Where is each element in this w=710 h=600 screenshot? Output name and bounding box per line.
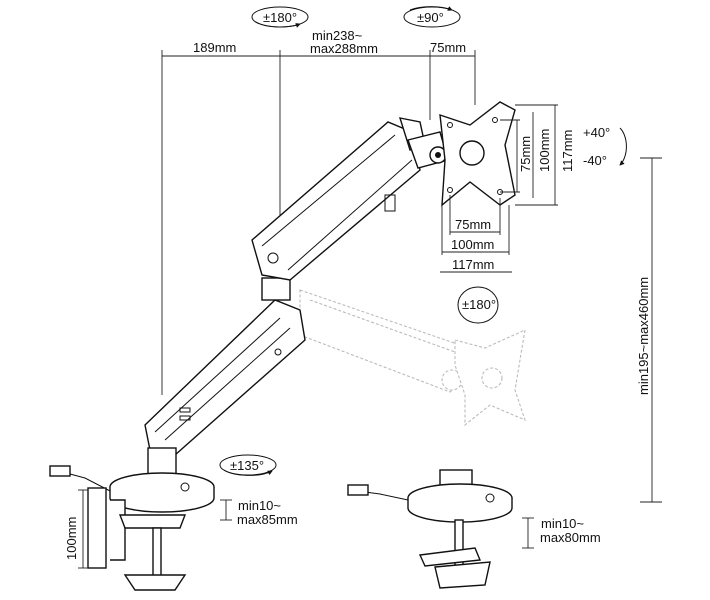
- swivel-base-label: ±135°: [230, 458, 264, 473]
- reach-dimensions: 189mm min238~ max288mm 75mm: [161, 28, 476, 395]
- grommet-thickness-label-2: max80mm: [540, 530, 601, 545]
- tilt-down-label: -40°: [583, 153, 607, 168]
- clamp-height-label: 100mm: [64, 517, 79, 560]
- height-range-label: min195~max460mm: [636, 277, 651, 395]
- tilt-indicator: +40° -40°: [583, 125, 627, 168]
- swivel-mid-label: ±180°: [462, 297, 496, 312]
- vesa-75-horizontal-label: 75mm: [455, 217, 491, 232]
- ghost-arm: [299, 289, 526, 427]
- reach-75-label: 75mm: [430, 40, 466, 55]
- swivel-top-label: ±180°: [263, 10, 297, 25]
- vesa-75-vertical-label: 75mm: [518, 136, 533, 172]
- reach-238-label-1: min238~: [312, 28, 363, 43]
- height-dimension: min195~max460mm: [636, 157, 662, 503]
- rotate-top-indicator: ±90°: [403, 6, 461, 28]
- tilt-up-label: +40°: [583, 125, 610, 140]
- vesa-dimensions: 75mm 100mm 117mm 75mm 100mm 117mm: [440, 104, 575, 273]
- grommet-mount: min10~ max80mm: [347, 469, 601, 589]
- swivel-mid-indicator: ±180°: [457, 286, 499, 324]
- vesa-117-vertical-label: 117mm: [560, 130, 575, 172]
- swivel-top-indicator: ±180°: [251, 6, 309, 28]
- vesa-plate: [439, 101, 516, 207]
- swivel-base-indicator: ±135°: [219, 454, 277, 476]
- clamp-mount: 100mm min10~ max85mm: [49, 447, 298, 591]
- clamp-thickness-label-2: max85mm: [237, 512, 298, 527]
- clamp-thickness-label-1: min10~: [238, 498, 281, 513]
- reach-189-label: 189mm: [193, 40, 236, 55]
- grommet-thickness-label-1: min10~: [541, 516, 584, 531]
- vesa-100-vertical-label: 100mm: [537, 129, 552, 172]
- tilt-head: [407, 131, 449, 169]
- vesa-100-horizontal-label: 100mm: [451, 237, 494, 252]
- vesa-117-horizontal-label: 117mm: [452, 257, 494, 272]
- reach-238-label-2: max288mm: [310, 41, 378, 56]
- rotate-top-label: ±90°: [417, 10, 444, 25]
- upper-arm: [251, 117, 426, 281]
- lower-arm: [144, 277, 306, 456]
